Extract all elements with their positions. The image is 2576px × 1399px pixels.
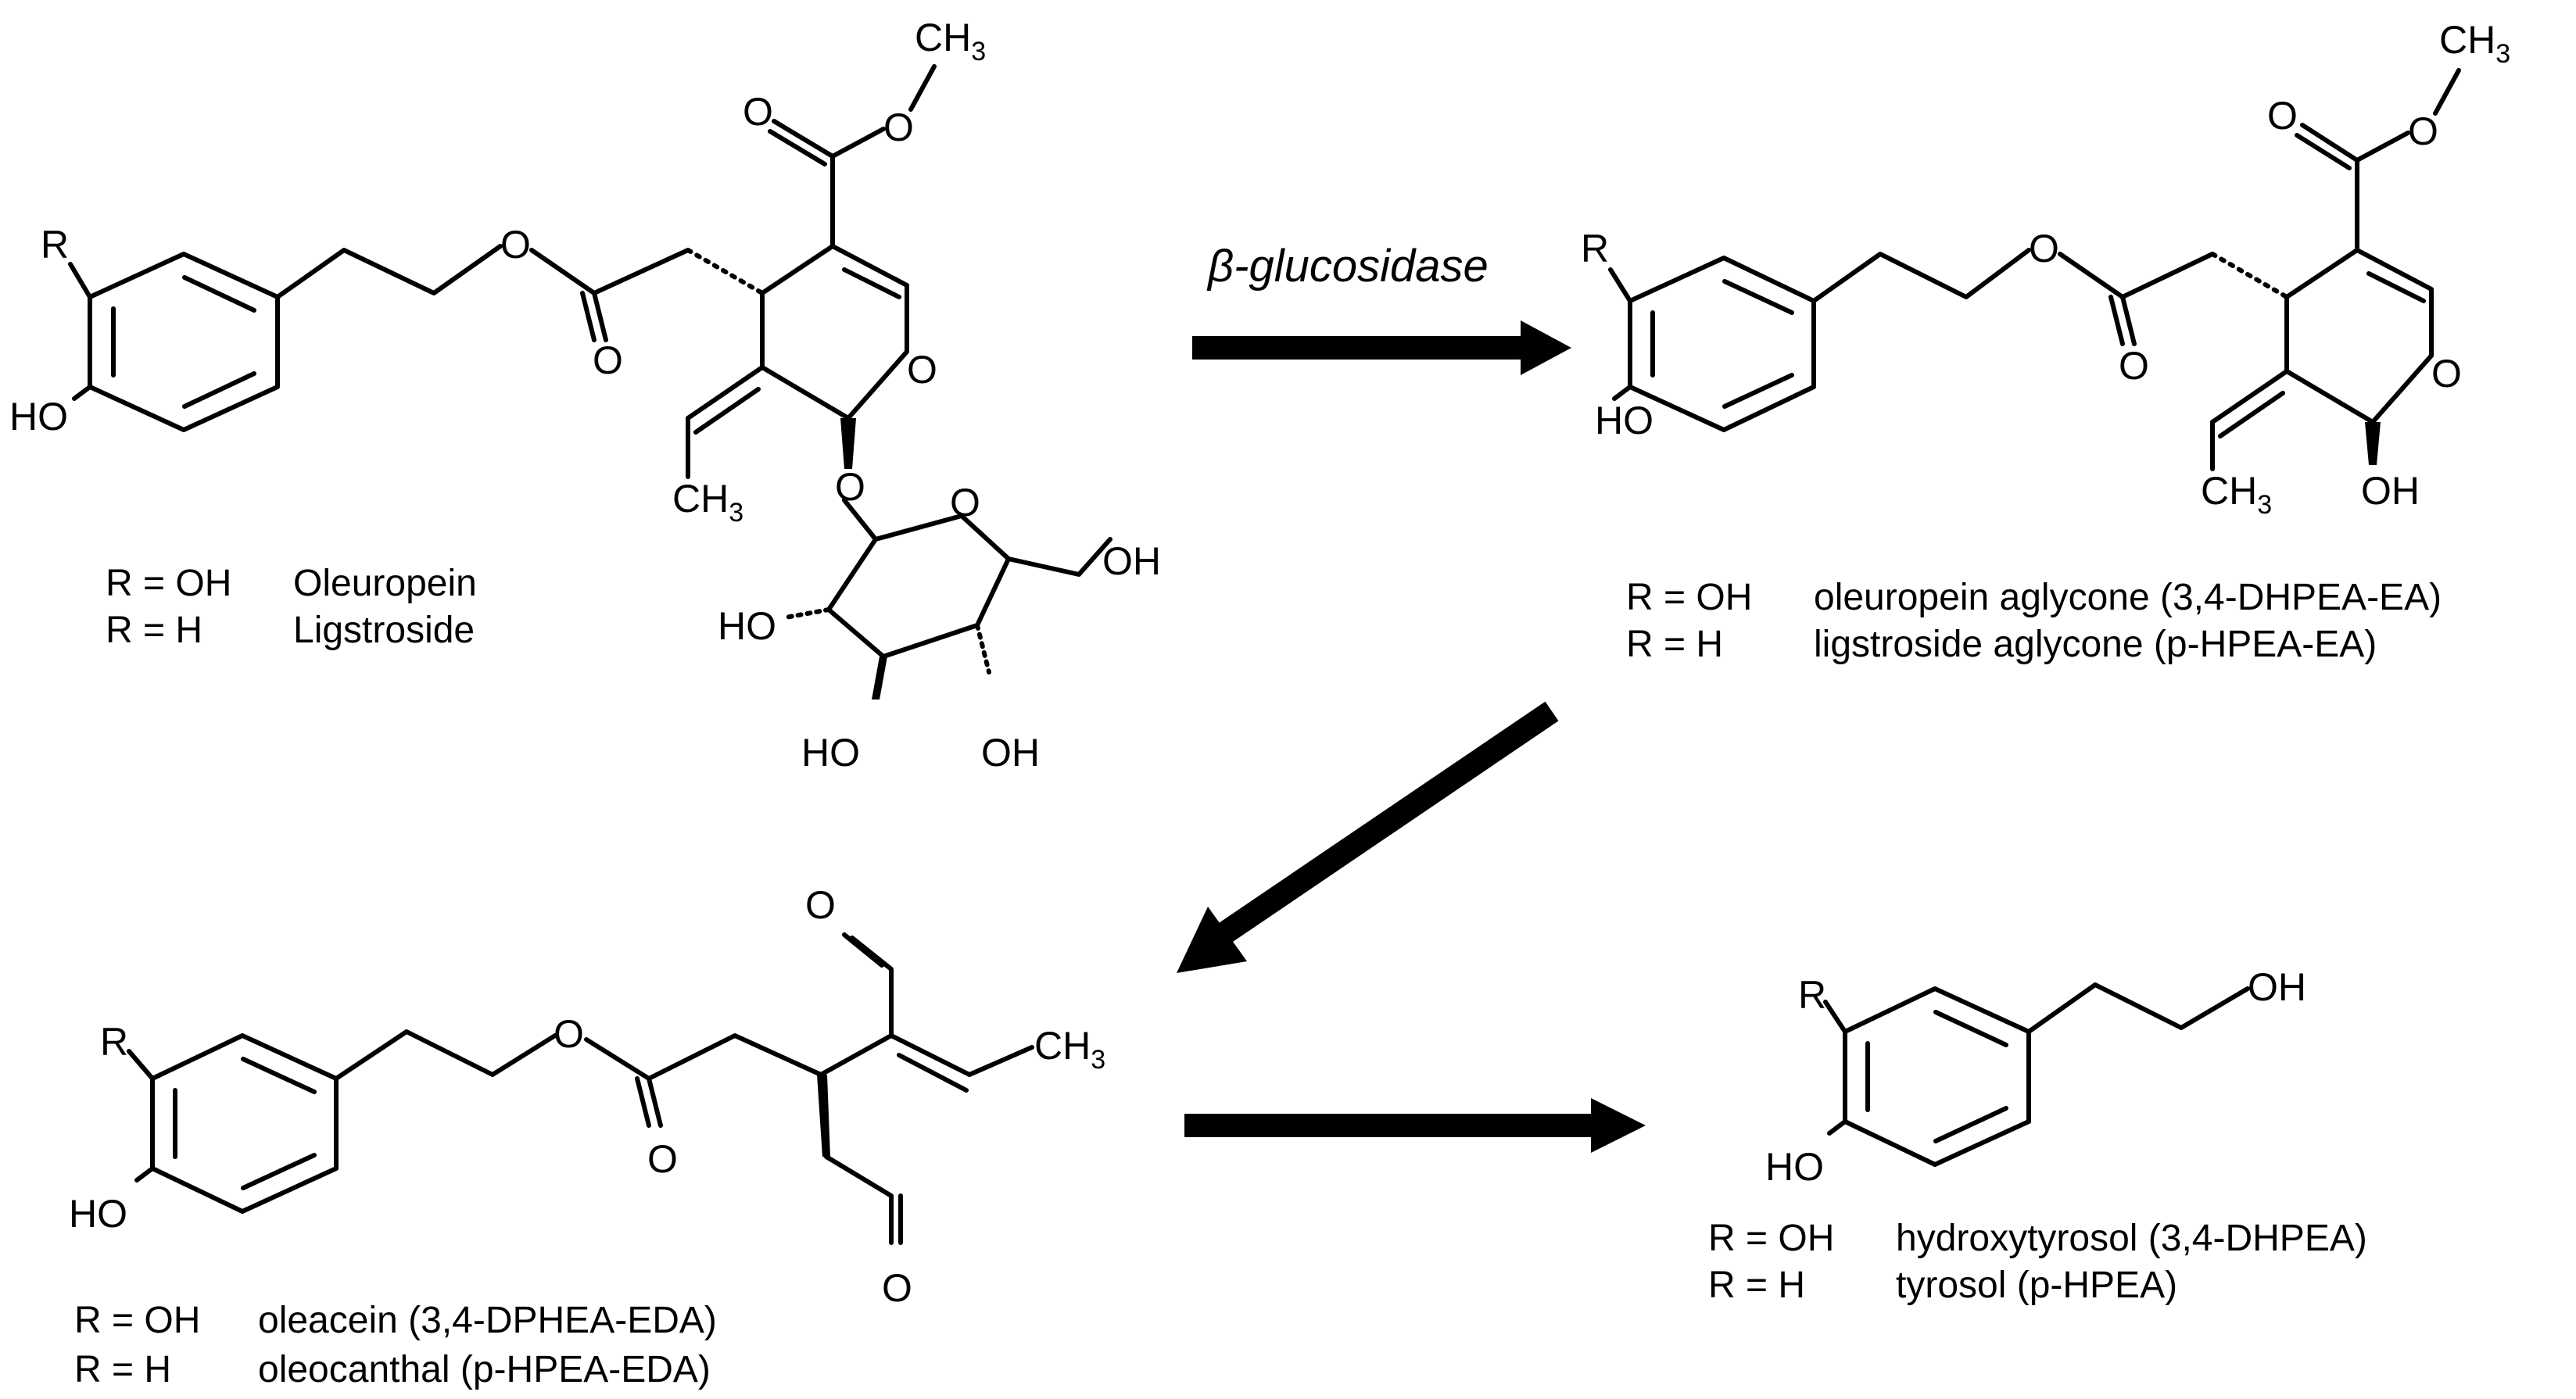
legend-oleuropein: R = OH Oleuropein R = H Ligstroside	[106, 563, 477, 651]
r-label: R	[1581, 227, 1609, 270]
legend-r-value: R = H	[74, 1349, 171, 1390]
ho-label: HO	[1595, 399, 1653, 442]
legend-compound-name: tyrosol (p-HPEA)	[1896, 1265, 2177, 1306]
reaction-arrow	[1184, 1098, 1646, 1153]
r-label: R	[1798, 973, 1826, 1017]
legend-compound-name: ligstroside aglycone (p-HPEA-EA)	[1814, 624, 2377, 665]
oh-label: OH	[2361, 469, 2420, 513]
r-label: R	[41, 223, 69, 267]
oh-label: OH	[2248, 965, 2306, 1009]
r-label: R	[100, 1020, 128, 1064]
legend-r-value: R = H	[1708, 1265, 1805, 1306]
legend-aglycone: R = OH oleuropein aglycone (3,4-DHPEA-EA…	[1626, 577, 2442, 665]
legend-r-value: R = OH	[1708, 1218, 1834, 1259]
legend-compound-name: Oleuropein	[293, 563, 477, 604]
methyl-label: CH3	[1034, 1024, 1105, 1075]
legend-compound-name: oleacein (3,4-DPHEA-EDA)	[258, 1300, 717, 1341]
sugar-ring-o-label: O	[950, 481, 980, 524]
legend-r-value: R = H	[1626, 624, 1723, 665]
carbonyl-o-label: O	[743, 90, 773, 134]
carbonyl-o-label: O	[2267, 94, 2298, 138]
ho-label: HO	[1765, 1145, 1824, 1189]
legend-r-value: R = OH	[1626, 577, 1752, 618]
carbonyl-o-label: O	[593, 338, 623, 382]
legend-compound-name: Ligstroside	[293, 610, 475, 651]
ester-o-label: O	[2029, 227, 2059, 270]
ester-o-label: O	[883, 106, 914, 149]
legend-oleacein: R = OH oleacein (3,4-DPHEA-EDA) R = H ol…	[74, 1300, 717, 1390]
aldehyde-o-label: O	[805, 883, 836, 927]
carbonyl-o-label: O	[2119, 344, 2149, 388]
ester-o-label: O	[2408, 109, 2438, 153]
enzyme-label: β-glucosidase	[1206, 241, 1489, 292]
legend-hydroxytyrosol: R = OH hydroxytyrosol (3,4-DHPEA) R = H …	[1708, 1218, 2367, 1306]
methyl-label: CH3	[915, 16, 986, 66]
legend-compound-name: oleuropein aglycone (3,4-DHPEA-EA)	[1814, 577, 2442, 618]
legend-r-value: R = OH	[74, 1300, 200, 1341]
ho-label: HO	[718, 604, 776, 648]
oh-label: OH	[981, 731, 1040, 775]
methyl-label: CH3	[672, 477, 743, 528]
ring-o-label: O	[2431, 352, 2462, 395]
structure-aglycone: R HO O O O O CH3 O CH3 OH	[1581, 18, 2510, 520]
structure-oleacein: R HO O O O CH3 O	[69, 883, 1105, 1310]
reaction-arrow	[1192, 320, 1571, 375]
legend-r-value: R = OH	[106, 563, 231, 604]
ho-label: HO	[801, 731, 860, 775]
glycoside-o-label: O	[835, 465, 865, 509]
structure-oleuropein: R HO O O O O CH3 O CH3 O O OH HO HO OH	[9, 16, 1161, 775]
ester-o-label: O	[500, 223, 531, 267]
methyl-label: CH3	[2439, 18, 2510, 69]
structure-hydroxytyrosol: R HO OH	[1765, 965, 2306, 1189]
reaction-arrow	[1177, 701, 1559, 973]
ring-o-label: O	[907, 348, 937, 392]
ho-label: HO	[9, 395, 68, 438]
legend-compound-name: oleocanthal (p-HPEA-EDA)	[258, 1349, 711, 1390]
carbonyl-o-label: O	[647, 1137, 678, 1181]
ester-o-label: O	[554, 1012, 584, 1056]
ho-label: HO	[69, 1192, 127, 1236]
methyl-label: CH3	[2201, 469, 2272, 520]
legend-compound-name: hydroxytyrosol (3,4-DHPEA)	[1896, 1218, 2367, 1259]
aldehyde-o-label: O	[882, 1266, 912, 1310]
legend-r-value: R = H	[106, 610, 202, 651]
oh-label: OH	[1102, 539, 1161, 583]
